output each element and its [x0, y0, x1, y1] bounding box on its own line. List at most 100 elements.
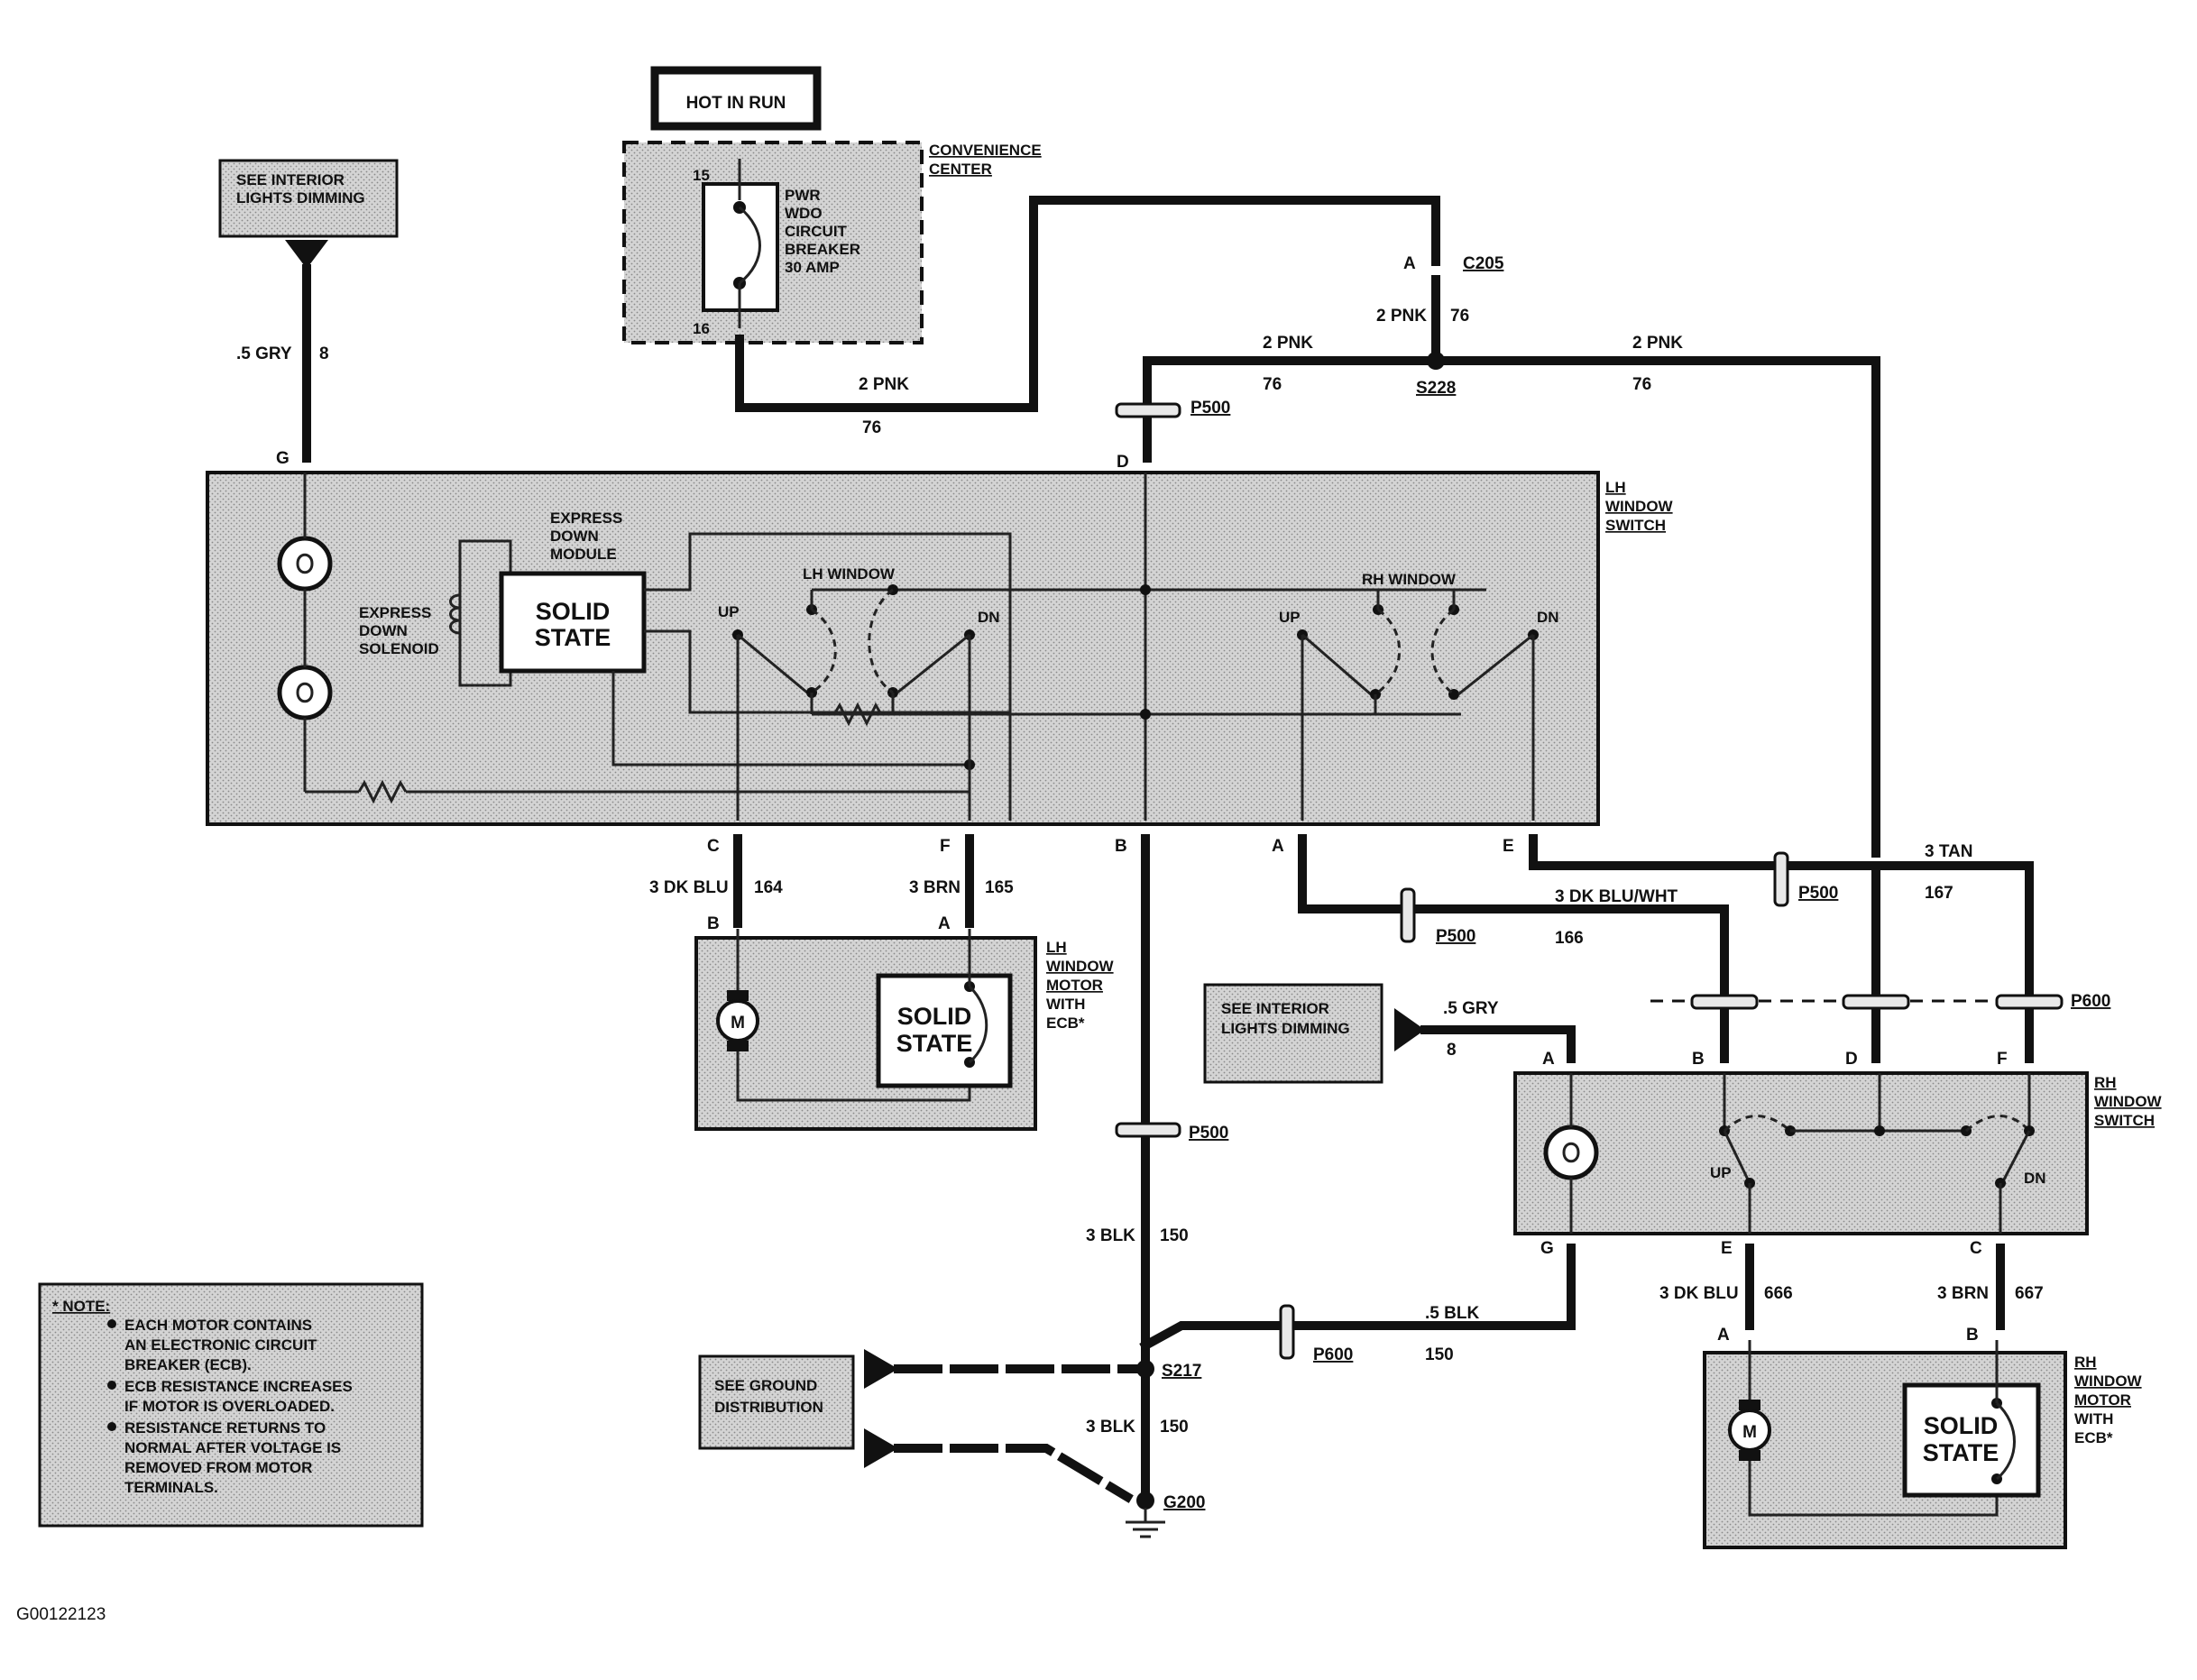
rh-pin-b: B [1692, 1050, 1705, 1069]
lh-window-label: LH WINDOW [803, 565, 896, 583]
wire-blk5-150-num: 150 [1425, 1345, 1454, 1364]
note-line-7: NORMAL AFTER VOLTAGE IS [124, 1439, 341, 1456]
rh-motor-solid-state-1: SOLID [1924, 1412, 1999, 1439]
convenience-center-label-2: CENTER [929, 161, 992, 178]
wire-pnk-76-a: 2 PNK [859, 375, 909, 394]
connector-arrow-icon [864, 1349, 898, 1389]
lh-window-switch-label-2: WINDOW [1605, 498, 1674, 515]
wire-blk-150-b: 3 BLK [1086, 1418, 1135, 1437]
wire-pnk-76-c: 2 PNK [1263, 334, 1313, 353]
rh-motor-solid-state-2: STATE [1923, 1439, 1999, 1466]
resistor-icon [357, 779, 408, 804]
lh-motor-label-4: WITH [1046, 996, 1085, 1013]
see-interior-lights-box-1: SEE INTERIOR LIGHTS DIMMING [218, 159, 399, 269]
lh-motor-label-2: WINDOW [1046, 958, 1115, 975]
wire-pnk-76-b: 2 PNK [1376, 307, 1427, 326]
wire-gry-8-b: .5 GRY [1443, 999, 1499, 1018]
hot-in-run-box: HOT IN RUN [650, 66, 822, 131]
connector-arrow-icon [864, 1428, 898, 1468]
c205-pin-a: A [1403, 254, 1416, 273]
express-down-solenoid-label-2: DOWN [359, 622, 408, 639]
s217-label: S217 [1162, 1362, 1201, 1381]
wire-gry-8-b-num: 8 [1447, 1041, 1457, 1060]
rh-pin-e: E [1721, 1239, 1733, 1258]
hot-in-run-label: HOT IN RUN [686, 94, 786, 113]
breaker-label-5: 30 AMP [785, 259, 840, 276]
convenience-center: CONVENIENCE CENTER 15 16 PWR WDO CIRCUIT… [622, 141, 1042, 344]
wire-brn-165: 3 BRN [909, 878, 961, 897]
lh-window-switch-label-1: LH [1605, 479, 1626, 496]
rh-pin-d: D [1845, 1050, 1858, 1069]
breaker-pin-out: 16 [693, 320, 710, 337]
resistor-icon [832, 702, 883, 727]
connectors [1115, 352, 2064, 1538]
lh-solid-state-2: STATE [535, 624, 611, 651]
ground-icon [1126, 1508, 1165, 1538]
lh-motor-solid-state-2: STATE [896, 1030, 973, 1057]
rh-pin-f: F [1997, 1050, 2008, 1069]
lh-switch-rh-dn-label: DN [1537, 609, 1559, 626]
breaker-label-1: PWR [785, 187, 821, 204]
lh-pin-d: D [1117, 453, 1129, 472]
lh-motor-label-1: LH [1046, 939, 1067, 956]
lh-switch-rh-window-label: RH WINDOW [1362, 571, 1457, 588]
wire-pnk-76-d: 2 PNK [1632, 334, 1683, 353]
lh-pin-b: B [1115, 837, 1127, 856]
wire-brn-667-num: 667 [2015, 1284, 2044, 1303]
wire-pnk-76-c-num: 76 [1263, 375, 1282, 394]
wire-dkblu-164-num: 164 [754, 878, 783, 897]
rh-motor-label-5: ECB* [2074, 1429, 2113, 1446]
c205-label: C205 [1463, 254, 1504, 273]
see-interior-lights-2-line2: LIGHTS DIMMING [1221, 1020, 1350, 1037]
s228-label: S228 [1416, 379, 1456, 398]
lh-motor-pin-b: B [707, 914, 720, 933]
rh-motor-pin-a: A [1717, 1326, 1730, 1345]
wire-tan-167-num: 167 [1925, 884, 1953, 903]
lh-motor-pin-a: A [938, 914, 951, 933]
p600-label-1: P600 [2071, 992, 2110, 1011]
note-line-8: REMOVED FROM MOTOR [124, 1459, 312, 1476]
lh-pin-f: F [940, 837, 951, 856]
p500-connector [1115, 402, 1181, 418]
lh-pin-g: G [276, 449, 290, 468]
note-line-2: AN ELECTRONIC CIRCUIT [124, 1336, 317, 1354]
rh-motor-label-1: RH [2074, 1354, 2097, 1371]
wire-dkblu-666: 3 DK BLU [1659, 1284, 1739, 1303]
g200-label: G200 [1163, 1493, 1205, 1512]
solenoid-coil-icon [449, 593, 461, 635]
note-line-9: TERMINALS. [124, 1479, 218, 1496]
see-ground-line2: DISTRIBUTION [714, 1399, 823, 1416]
p600-connector [1279, 1304, 1295, 1360]
rh-window-switch-label-1: RH [2094, 1074, 2117, 1091]
p600-connector [1690, 994, 1759, 1010]
wire-blk-150-b-num: 150 [1160, 1418, 1189, 1437]
lh-pin-e: E [1503, 837, 1514, 856]
wire-blk-150-a-num: 150 [1160, 1226, 1189, 1245]
note-line-3: BREAKER (ECB). [124, 1356, 252, 1373]
p600-label-2: P600 [1313, 1345, 1353, 1364]
ground-g200 [1136, 1492, 1154, 1510]
p500-label-2: P500 [1436, 927, 1475, 946]
see-interior-lights-1-line2: LIGHTS DIMMING [236, 189, 365, 207]
lh-motor-solid-state-1: SOLID [897, 1003, 972, 1030]
note-line-1: EACH MOTOR CONTAINS [124, 1317, 312, 1334]
rh-pin-g: G [1540, 1239, 1554, 1258]
p500-label-1: P500 [1190, 399, 1230, 418]
wire-pnk-76-d-num: 76 [1632, 375, 1651, 394]
see-interior-lights-1-line1: SEE INTERIOR [236, 171, 345, 188]
p500-connector [1773, 851, 1789, 907]
connector-arrow-icon [285, 240, 328, 269]
lh-motor-label-3: MOTOR [1046, 977, 1103, 994]
wire-gry-8-num: 8 [319, 344, 329, 363]
rh-motor-m: M [1742, 1423, 1757, 1442]
rh-pin-c: C [1970, 1239, 1982, 1258]
p500-connector [1400, 887, 1416, 943]
express-down-module-label-1: EXPRESS [550, 510, 622, 527]
splice-s228 [1427, 352, 1445, 370]
breaker-label-3: CIRCUIT [785, 223, 848, 240]
connector-arrow-icon [1394, 1008, 1425, 1051]
rh-motor-label-4: WITH [2074, 1410, 2113, 1428]
wire-dkbluwht-166-num: 166 [1555, 929, 1584, 948]
p600-connector [1842, 994, 1910, 1010]
rh-window-motor: RH WINDOW MOTOR WITH ECB* M SOLID STATE [1703, 1340, 2143, 1549]
